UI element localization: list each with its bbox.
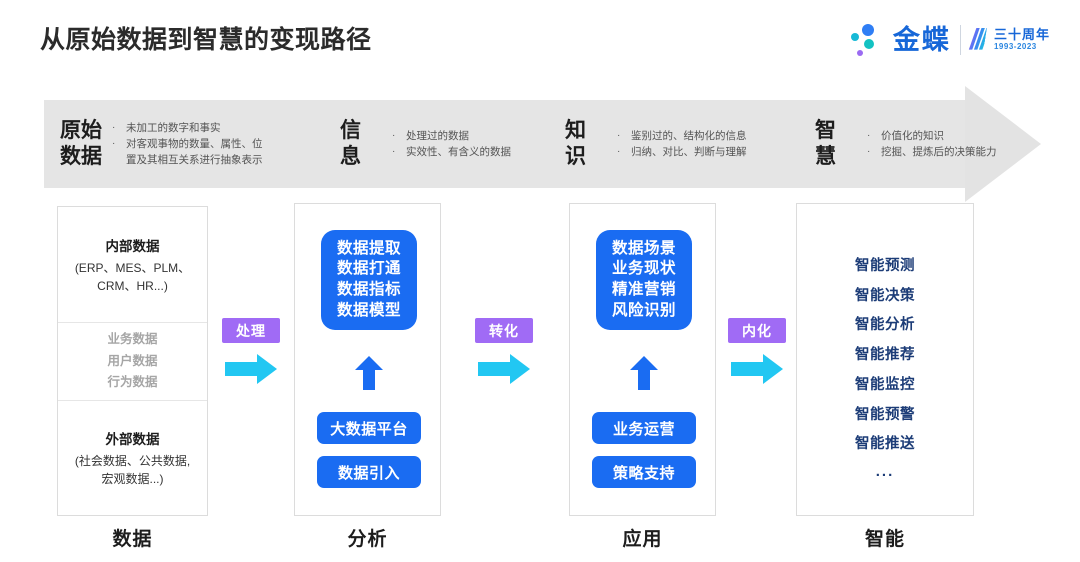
banner-stage-knowledge: 知 识 ·鉴别过的、结构化的信息 ·归纳、对比、判断与理解	[565, 100, 747, 188]
bullet-dot-icon: ·	[392, 129, 396, 141]
column-card-data: 内部数据 (ERP、MES、PLM、 CRM、HR...) 业务数据 用户数据 …	[57, 206, 208, 516]
box-line: 精准营销	[611, 281, 676, 298]
banner-bar	[44, 100, 966, 188]
intelligence-list: 智能预测 智能决策 智能分析 智能推荐 智能监控 智能预警 智能推送 ...	[797, 252, 973, 484]
list-item: 用户数据	[107, 353, 158, 368]
connector-transformation: 转化	[475, 318, 533, 384]
list-item: 智能监控	[855, 376, 915, 393]
list-item: 行为数据	[107, 375, 158, 390]
data-types-cell: 业务数据 用户数据 行为数据	[58, 323, 207, 401]
up-arrow-icon	[630, 356, 658, 390]
banner-stage-raw-data: 原始 数据 ·未加工的数字和事实 ·对客观事物的数量、属性、位 置及其相互关系进…	[60, 100, 263, 188]
connector-label: 转化	[475, 318, 533, 343]
banner-arrow-tip-icon	[965, 86, 1041, 202]
box-line: 风险识别	[611, 301, 676, 319]
stage-bullets: ·未加工的数字和事实 ·对客观事物的数量、属性、位 置及其相互关系进行抽象表示	[112, 121, 263, 167]
list-item: 智能决策	[855, 287, 915, 304]
bullet-dot-icon: ·	[112, 121, 116, 133]
bullet-dot-icon: ·	[112, 137, 116, 149]
stage-name: 原始 数据	[60, 119, 102, 168]
bullet-dot-icon: ·	[617, 146, 621, 157]
stage-bullets: ·价值化的知识 ·挖掘、提炼后的决策能力	[867, 129, 997, 158]
external-data-subtitle: (社会数据、公共数据, 宏观数据...)	[74, 454, 191, 486]
internal-data-title: 内部数据	[105, 238, 160, 254]
internal-data-subtitle: (ERP、MES、PLM、 CRM、HR...)	[74, 260, 191, 293]
list-item: 智能推送	[855, 436, 915, 453]
box-line: 数据指标	[336, 281, 401, 298]
right-arrow-icon	[478, 354, 530, 384]
box-line: 数据模型	[336, 301, 401, 319]
column-label-intelligence: 智能	[864, 529, 905, 550]
list-item: 业务数据	[107, 331, 158, 346]
anniversary-label: 三十周年	[993, 27, 1050, 43]
column-card-analysis: 数据提取 数据打通 数据指标 数据模型 大数据平台 数据引入	[294, 203, 441, 516]
stage-bullets: ·鉴别过的、结构化的信息 ·归纳、对比、判断与理解	[617, 129, 747, 158]
stage-name: 知 识	[565, 119, 586, 168]
stage-bullets: ·处理过的数据 ·实效性、有含义的数据	[392, 129, 511, 158]
banner-stage-wisdom: 智 慧 ·价值化的知识 ·挖掘、提炼后的决策能力	[815, 100, 997, 188]
application-pill-operations[interactable]: 业务运营	[592, 412, 696, 444]
maturity-banner: 原始 数据 ·未加工的数字和事实 ·对客观事物的数量、属性、位 置及其相互关系进…	[44, 86, 1041, 202]
anniversary-mark-icon: ///	[967, 23, 988, 56]
application-pill-strategy[interactable]: 策略支持	[592, 456, 696, 488]
box-line: 业务现状	[611, 260, 676, 278]
box-line: 数据打通	[336, 260, 401, 278]
bullet-dot-icon: ·	[867, 146, 871, 157]
list-item: 智能预测	[855, 258, 915, 274]
box-line: 数据提取	[336, 239, 401, 257]
external-data-cell: 外部数据 (社会数据、公共数据, 宏观数据...)	[58, 401, 207, 515]
right-arrow-icon	[731, 354, 783, 384]
right-arrow-icon	[225, 354, 277, 384]
connector-label: 内化	[728, 318, 786, 343]
analysis-pill-platform[interactable]: 大数据平台	[317, 412, 421, 444]
column-label-data: 数据	[112, 529, 153, 550]
external-data-title: 外部数据	[105, 432, 160, 447]
column-card-application: 数据场景 业务现状 精准营销 风险识别 业务运营 策略支持	[569, 203, 716, 516]
anniversary-years: 1993-2023	[993, 41, 1037, 51]
up-arrow-icon	[355, 356, 383, 390]
page-title: 从原始数据到智慧的变现路径	[40, 26, 372, 54]
column-label-analysis: 分析	[347, 529, 388, 550]
connector-processing: 处理	[222, 318, 280, 384]
connector-internalization: 内化	[728, 318, 786, 384]
column-label-application: 应用	[622, 529, 663, 550]
application-capability-box[interactable]: 数据场景 业务现状 精准营销 风险识别	[596, 230, 692, 330]
internal-data-cell: 内部数据 (ERP、MES、PLM、 CRM、HR...)	[58, 207, 207, 323]
connector-label: 处理	[222, 318, 280, 343]
column-card-intelligence: 智能预测 智能决策 智能分析 智能推荐 智能监控 智能预警 智能推送 ...	[796, 203, 974, 516]
stage-name: 信 息	[340, 119, 361, 168]
bullet-dot-icon: ·	[392, 146, 396, 157]
analysis-capability-box[interactable]: 数据提取 数据打通 数据指标 数据模型	[321, 230, 417, 330]
bullet-dot-icon: ·	[617, 129, 621, 141]
brand-name: 金蝶	[892, 24, 951, 55]
brand-logo: 金蝶 /// 三十周年 1993-2023	[850, 18, 1050, 62]
list-item: 智能推荐	[855, 347, 915, 364]
anniversary-text: 三十周年 1993-2023	[994, 28, 1050, 51]
list-ellipsis: ...	[875, 463, 895, 481]
kingdee-dots-icon	[850, 23, 884, 57]
analysis-pill-ingest[interactable]: 数据引入	[317, 456, 421, 488]
stage-name: 智 慧	[815, 119, 836, 168]
bullet-dot-icon: ·	[867, 129, 871, 141]
logo-divider	[959, 25, 961, 55]
box-line: 数据场景	[611, 239, 676, 257]
list-item: 智能预警	[855, 406, 915, 423]
banner-stage-information: 信 息 ·处理过的数据 ·实效性、有含义的数据	[340, 100, 511, 188]
list-item: 智能分析	[855, 317, 915, 334]
